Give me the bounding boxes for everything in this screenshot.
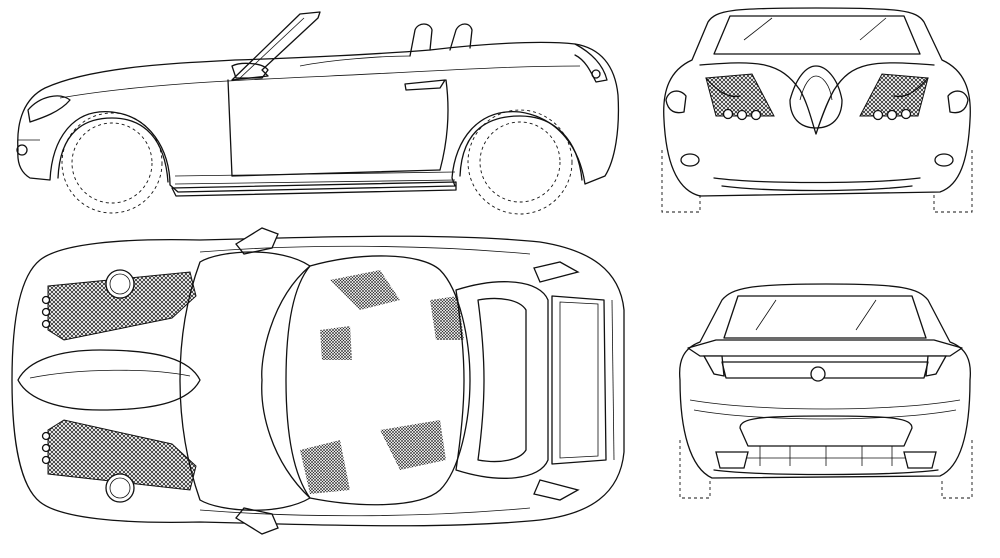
side-view: [16, 11, 620, 215]
front-view: [661, 7, 973, 213]
rear-view: [678, 283, 973, 499]
top-view: [11, 227, 625, 535]
